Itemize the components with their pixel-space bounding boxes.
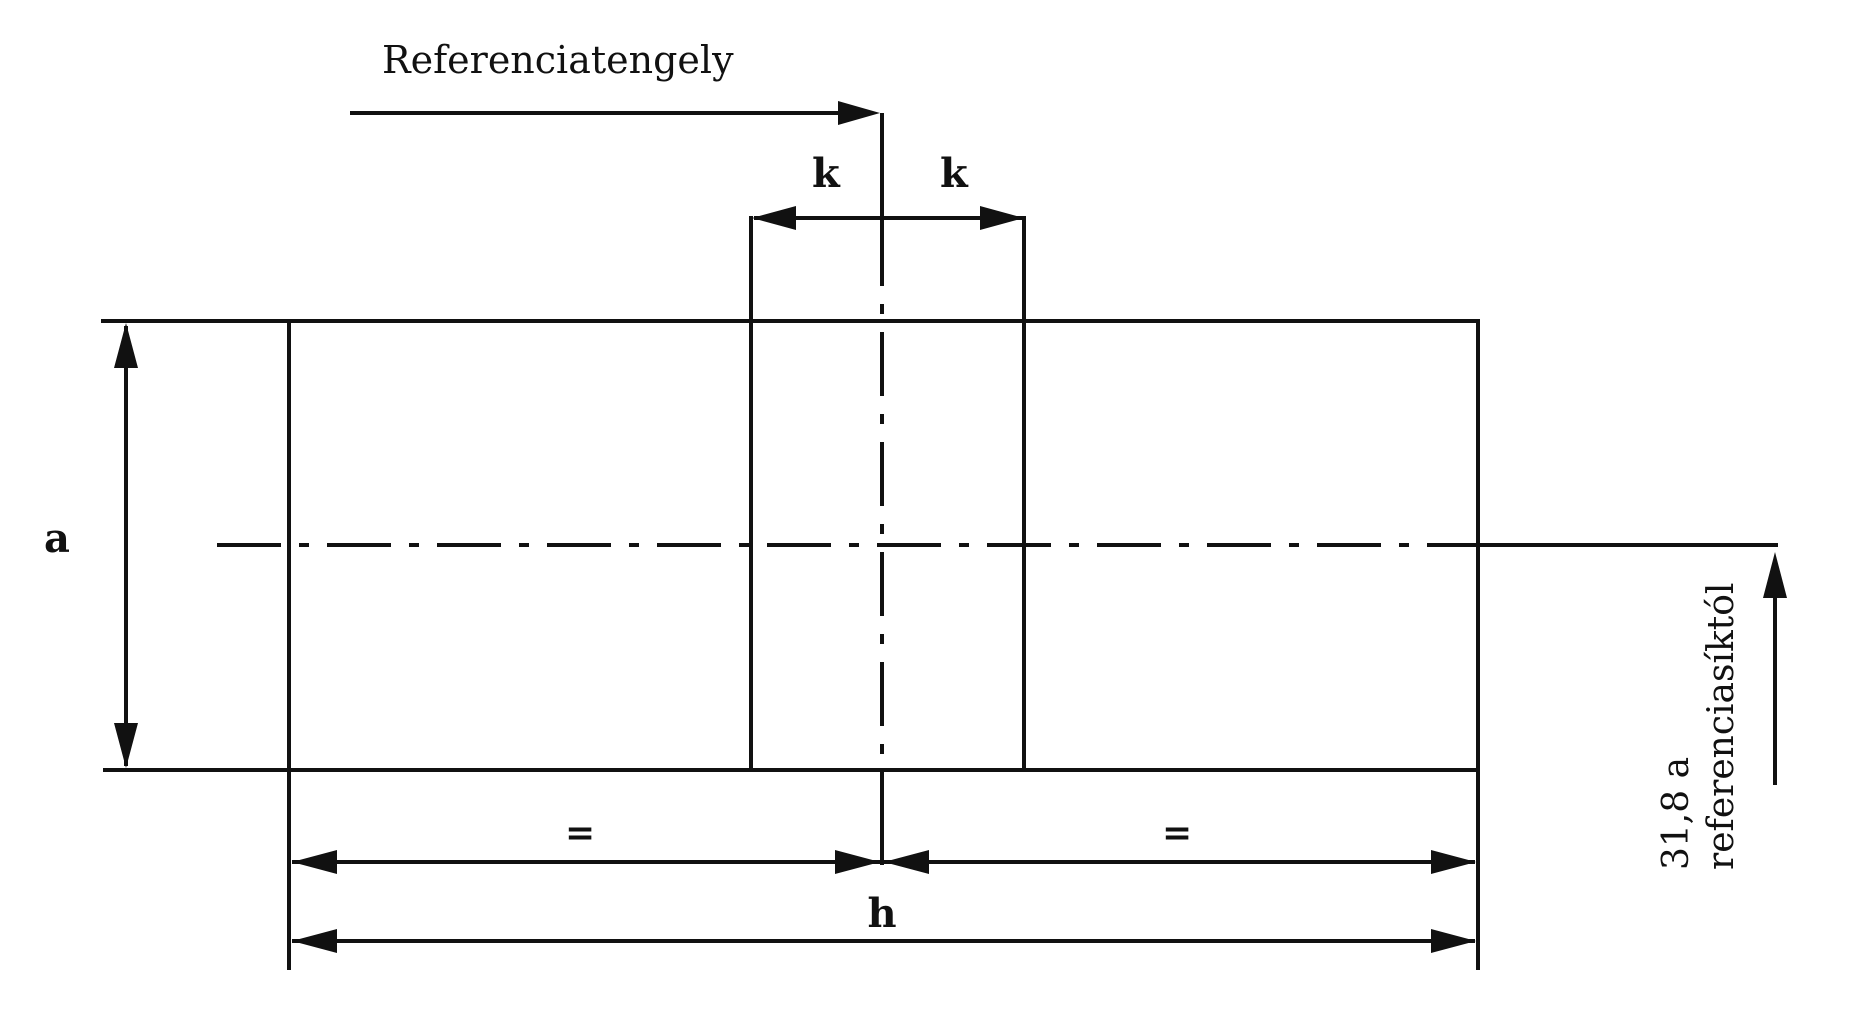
equal-right-inner-arrowhead: [884, 850, 929, 874]
equal-right-outer-arrowhead: [1431, 850, 1476, 874]
k-left-label: k: [812, 150, 841, 197]
equal-left-inner-arrowhead: [835, 850, 880, 874]
h-left-arrowhead: [292, 929, 337, 953]
h-label: h: [867, 890, 896, 937]
k-right-label: k: [940, 150, 969, 197]
side-note-line2: referenciasíktól: [1701, 583, 1742, 870]
side-arrowhead: [1763, 552, 1787, 598]
reference-axis-arrowhead: [838, 101, 880, 125]
equal-left-label: =: [565, 812, 595, 854]
h-right-arrowhead: [1431, 929, 1476, 953]
equal-left-outer-arrowhead: [292, 850, 337, 874]
a-label: a: [44, 515, 70, 562]
k-left-arrowhead: [752, 206, 796, 230]
a-bottom-arrowhead: [114, 723, 138, 768]
equal-right-label: =: [1162, 812, 1192, 854]
side-note-line1: 31,8 a: [1656, 757, 1697, 870]
k-right-arrowhead: [980, 206, 1024, 230]
reference-axis-label: Referenciatengely: [382, 38, 734, 82]
a-top-arrowhead: [114, 323, 138, 368]
